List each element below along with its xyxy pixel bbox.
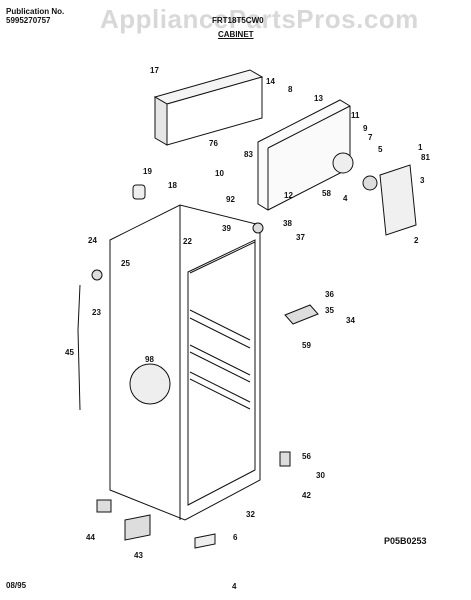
callout-32: 32 [246,510,255,519]
callout-11: 11 [351,111,360,120]
callout-38: 38 [283,219,292,228]
callout-17: 17 [150,66,159,75]
light-housing-part [379,164,417,236]
callout-5: 5 [378,145,383,154]
callout-19: 19 [143,167,152,176]
callout-36: 36 [325,290,334,299]
callout-24: 24 [88,236,97,245]
callout-30: 30 [316,471,325,480]
callout-35: 35 [325,306,334,315]
callout-42: 42 [302,491,311,500]
watermark: AppliancePartsPros.com [100,4,419,34]
callout-14: 14 [266,77,275,86]
callout-3: 3 [420,176,425,185]
callout-56: 56 [302,452,311,461]
callout-92: 92 [226,195,235,204]
publication-number: 5995270757 [6,16,51,25]
callout-34: 34 [346,316,355,325]
callout-22: 22 [183,237,192,246]
callout-43: 43 [134,551,143,560]
callout-76: 76 [209,139,218,148]
callout-45: 45 [65,348,74,357]
callout-83: 83 [244,150,253,159]
callout-12: 12 [284,191,293,200]
publication-label: Publication No. [6,7,65,16]
callout-39: 39 [222,224,231,233]
callout-25: 25 [121,259,130,268]
callout-23: 23 [92,308,101,317]
callout-59: 59 [302,341,311,350]
callout-9: 9 [363,124,368,133]
model-number: FRT18T5CW0 [212,16,264,25]
callout-4: 4 [343,194,348,203]
callout-8: 8 [288,85,293,94]
callout-6: 6 [233,533,238,542]
drawing-code: P05B0253 [384,536,427,546]
callout-58: 58 [322,189,331,198]
callout-10: 10 [215,169,224,178]
section-title: CABINET [218,30,254,39]
callout-18: 18 [168,181,177,190]
callout-7: 7 [368,133,373,142]
callout-81: 81 [421,153,430,162]
callout-98: 98 [145,355,154,364]
page-number: 4 [232,582,237,591]
callout-37: 37 [296,233,305,242]
callout-2: 2 [414,236,419,245]
footer-date: 08/95 [6,581,27,590]
callout-44: 44 [86,533,95,542]
callout-13: 13 [314,94,323,103]
callout-1: 1 [418,143,423,152]
